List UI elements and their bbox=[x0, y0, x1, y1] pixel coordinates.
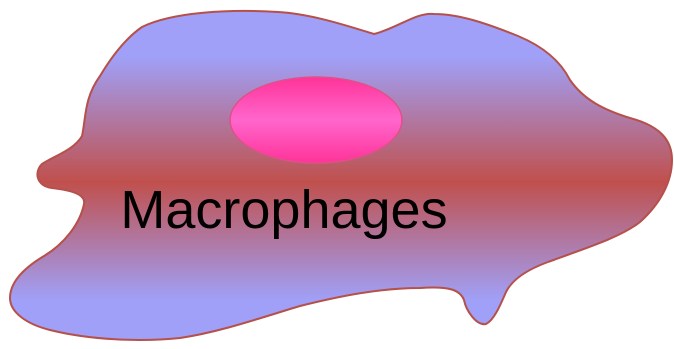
cell-type-label: Macrophages bbox=[120, 180, 447, 240]
macrophage-nucleus bbox=[230, 77, 402, 163]
macrophage-cell-body bbox=[10, 11, 672, 340]
